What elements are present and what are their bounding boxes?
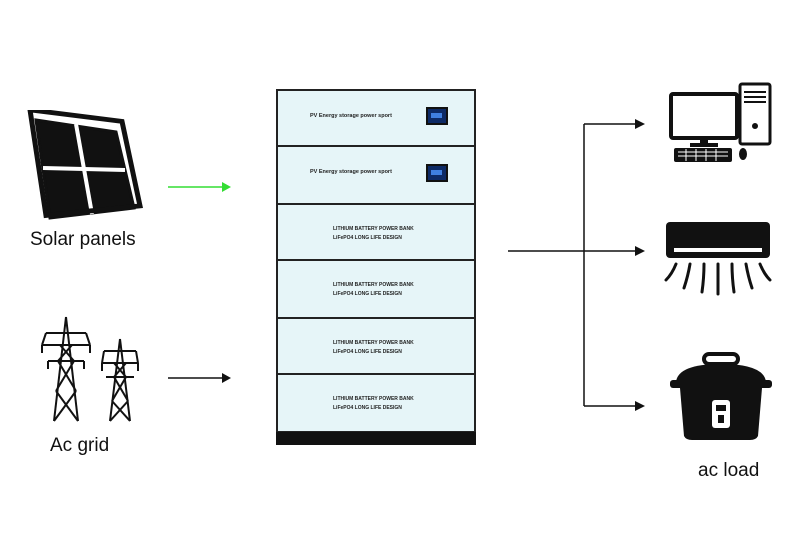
battery-module-line1: LITHIUM BATTERY POWER BANK xyxy=(333,226,414,232)
rice-cooker-icon xyxy=(670,352,772,440)
pv-module: PV Energy storage power sport xyxy=(276,89,476,147)
battery-module: LITHIUM BATTERY POWER BANK LiFePO4 LONG … xyxy=(276,259,476,319)
battery-module-line2: LiFePO4 LONG LIFE DESIGN xyxy=(333,349,402,355)
desktop-computer-icon xyxy=(669,82,772,162)
display-screen-icon xyxy=(426,164,448,182)
ac-grid-label: Ac grid xyxy=(50,435,110,456)
pv-module-label: PV Energy storage power sport xyxy=(310,113,392,119)
air-conditioner-icon xyxy=(664,222,772,296)
solar-panel-icon xyxy=(27,110,144,220)
pv-module-label: PV Energy storage power sport xyxy=(310,169,392,175)
grid-arrow xyxy=(168,373,231,383)
pv-module: PV Energy storage power sport xyxy=(276,145,476,205)
battery-module-line2: LiFePO4 LONG LIFE DESIGN xyxy=(333,405,402,411)
transmission-tower-icon xyxy=(41,316,139,422)
battery-module-line1: LITHIUM BATTERY POWER BANK xyxy=(333,340,414,346)
cabinet-base xyxy=(276,432,476,445)
battery-module: LITHIUM BATTERY POWER BANK LiFePO4 LONG … xyxy=(276,317,476,375)
solar-panels-label: Solar panels xyxy=(30,229,136,250)
solar-arrow xyxy=(168,182,231,192)
ac-load-label: ac load xyxy=(698,460,760,481)
battery-module-line2: LiFePO4 LONG LIFE DESIGN xyxy=(333,291,402,297)
battery-module-line1: LITHIUM BATTERY POWER BANK xyxy=(333,282,414,288)
battery-module-line2: LiFePO4 LONG LIFE DESIGN xyxy=(333,235,402,241)
battery-module: LITHIUM BATTERY POWER BANK LiFePO4 LONG … xyxy=(276,203,476,261)
energy-storage-cabinet: PV Energy storage power sport PV Energy … xyxy=(276,89,480,447)
battery-module-line1: LITHIUM BATTERY POWER BANK xyxy=(333,396,414,402)
battery-module: LITHIUM BATTERY POWER BANK LiFePO4 LONG … xyxy=(276,373,476,433)
display-screen-icon xyxy=(426,107,448,125)
output-distribution-lines xyxy=(508,119,645,411)
